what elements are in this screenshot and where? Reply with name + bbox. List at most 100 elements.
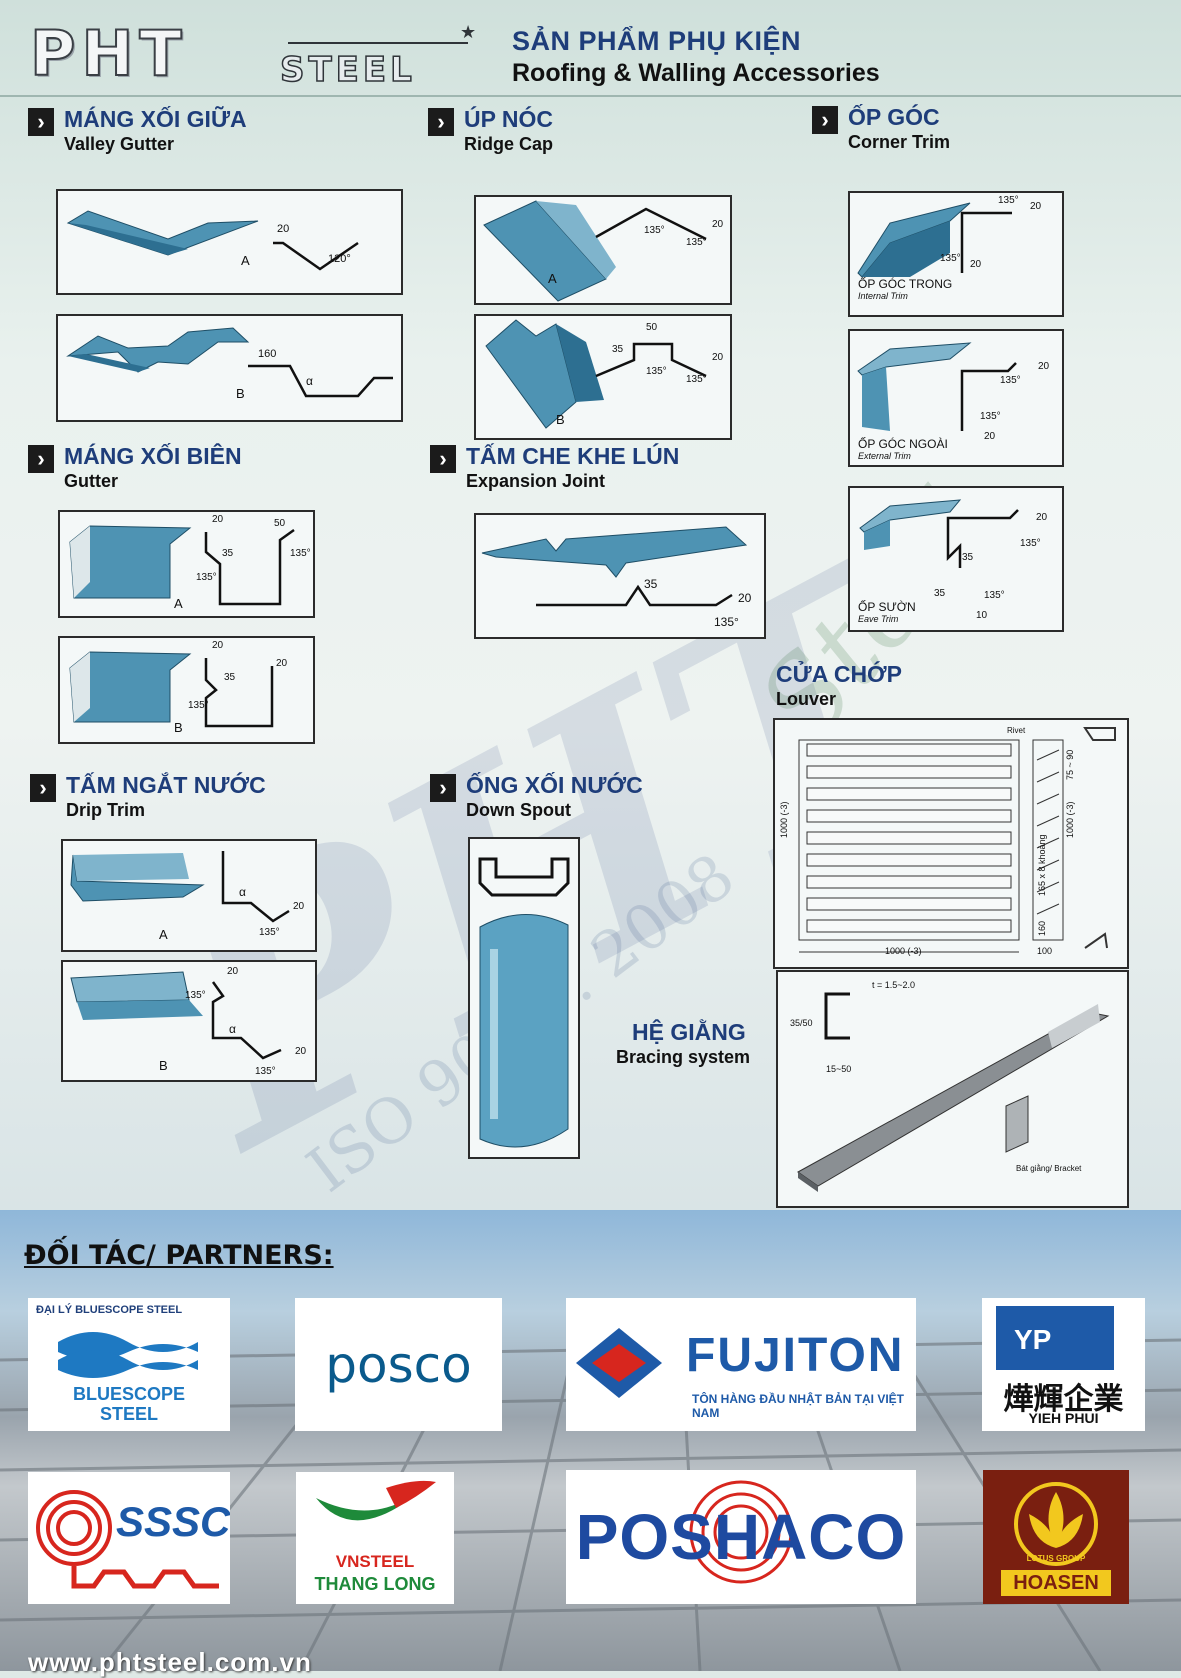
dimension-label: 135° xyxy=(714,615,739,629)
vnsteel-location: THANG LONG xyxy=(314,1574,436,1594)
section-title-vn: HỆ GIẰNG xyxy=(632,1019,746,1045)
chevron-right-icon: › xyxy=(28,108,54,136)
fujiton-tagline: TÔN HÀNG ĐẦU NHẬT BẢN TẠI VIỆT NAM xyxy=(692,1392,904,1420)
partners-section: ĐỐI TÁC/ PARTNERS: ĐẠI LÝ BLUESCOPE STEE… xyxy=(0,1210,1181,1671)
website-link[interactable]: www.phtsteel.com.vn xyxy=(28,1647,312,1677)
trim-name-vn: ỐP SƯỜN xyxy=(858,600,916,614)
dimension-label: 1000 (-3) xyxy=(779,801,789,838)
yieh-phui-emblem-icon: YP xyxy=(996,1306,1114,1370)
dimension-label: 20 xyxy=(277,223,290,235)
dimension-label: 135° xyxy=(255,1066,276,1077)
section-title-en: Gutter xyxy=(64,471,118,491)
dimension-label: 135° xyxy=(290,548,311,559)
dimension-label: 135° xyxy=(940,253,961,264)
dimension-label: 135° xyxy=(196,572,217,583)
dimension-label: 20 xyxy=(276,658,288,669)
dimension-label: 135° xyxy=(646,366,667,377)
posco-logo: posco xyxy=(295,1298,502,1431)
section-title-en: Valley Gutter xyxy=(64,134,175,154)
dimension-label: 35 xyxy=(962,552,974,563)
hoasen-text: HOASEN xyxy=(1001,1570,1111,1596)
yieh-phui-logo: YP 燁輝企業 YIEH PHUI xyxy=(982,1298,1145,1431)
dimension-label: 15~50 xyxy=(826,1064,852,1074)
section-title-vn: MÁNG XỐI BIÊN xyxy=(64,443,242,469)
dimension-label: 50 xyxy=(646,322,658,333)
dimension-label: 135° xyxy=(1020,538,1041,549)
dimension-label: 100 xyxy=(1037,946,1053,956)
dimension-label: 35/50 xyxy=(790,1018,813,1028)
bluescope-logo: ĐẠI LÝ BLUESCOPE STEEL BLUESCOPE STEEL xyxy=(28,1298,230,1431)
dimension-label: 20 xyxy=(1036,512,1048,523)
dimension-label: 75 ~ 90 xyxy=(1065,749,1075,780)
section-title-vn: ÚP NÓC xyxy=(464,106,554,132)
section-gutter: › MÁNG XỐI BIÊN Gutter xyxy=(28,443,358,499)
fujiton-text: FUJITON xyxy=(686,1329,905,1382)
dimension-label: 50 xyxy=(274,518,286,529)
dimension-label: 20 xyxy=(212,514,224,525)
section-drip-trim: › TẤM NGẮT NƯỚC Drip Trim xyxy=(30,772,360,828)
header-divider xyxy=(0,95,1181,97)
bluescope-name: BLUESCOPE xyxy=(72,1384,186,1404)
sssc-text: SSSC xyxy=(116,1498,230,1545)
dimension-label: 20 xyxy=(712,352,724,363)
section-title-en: Ridge Cap xyxy=(464,134,554,154)
poshaco-rings-icon xyxy=(689,1480,793,1584)
section-corner-trim: › ỐP GÓC Corner Trim xyxy=(812,104,1112,160)
bluescope-steel: STEEL xyxy=(99,1404,158,1424)
section-title-en: Louver xyxy=(776,689,837,709)
logo-steel-text: STEEL xyxy=(279,49,416,91)
dimension-label: 20 xyxy=(970,259,982,270)
dimension-label: 120° xyxy=(328,253,351,265)
dimension-label: 20 xyxy=(1038,361,1050,372)
section-title-en: Corner Trim xyxy=(848,132,951,152)
dimension-label: α xyxy=(229,1022,236,1036)
chevron-right-icon: › xyxy=(28,445,54,473)
bracing-panel: t = 1.5~2.0 35/50 15~50 Bát giằng/ Brack… xyxy=(776,970,1129,1208)
section-bracing: HỆ GIẰNG Bracing system xyxy=(616,1019,776,1075)
sssc-logo: SSSC xyxy=(28,1472,230,1604)
dimension-label: 135° xyxy=(998,195,1019,206)
trim-name-vn: ỐP GÓC NGOÀI xyxy=(858,437,948,451)
dimension-label: 1000 (-3) xyxy=(885,946,922,956)
fujiton-logo: FUJITON TÔN HÀNG ĐẦU NHẬT BẢN TẠI VIỆT N… xyxy=(566,1298,916,1431)
gutter-b-panel: B 20 35 135° 20 xyxy=(58,636,315,744)
dimension-label: 135° xyxy=(980,411,1001,422)
dimension-label: 135° xyxy=(188,700,209,711)
variant-label: A xyxy=(174,596,183,611)
section-title-vn: TẤM CHE KHE LÚN xyxy=(466,443,680,469)
dimension-label: 135° xyxy=(984,590,1005,601)
lotus-icon xyxy=(1014,1482,1098,1566)
dimension-label: t = 1.5~2.0 xyxy=(872,980,916,990)
header: PHT ★ STEEL SẢN PHẨM PHỤ KIỆN Roofing & … xyxy=(0,0,1181,95)
yieh-phui-emblem-text: YP xyxy=(1014,1324,1052,1355)
dimension-label: 20 xyxy=(295,1046,307,1057)
dimension-label: 35 xyxy=(934,588,946,599)
variant-label: A xyxy=(241,253,250,268)
poshaco-logo: POSHACO xyxy=(566,1470,916,1604)
variant-label: A xyxy=(159,927,168,942)
vnsteel-swoosh-icon xyxy=(316,1480,436,1521)
section-title-en: Drip Trim xyxy=(66,800,146,820)
section-valley-gutter: › MÁNG XỐI GIỮA Valley Gutter xyxy=(28,106,358,162)
trim-name-en: Internal Trim xyxy=(858,291,908,301)
logo-rule xyxy=(288,42,468,44)
valley-gutter-a-panel: A 20 120° xyxy=(56,189,403,295)
page-title-vn: SẢN PHẨM PHỤ KIỆN xyxy=(512,26,802,56)
section-title-vn: ỐNG XỐI NƯỚC xyxy=(466,772,643,798)
dimension-label: 10 xyxy=(976,610,988,621)
section-down-spout: › ỐNG XỐI NƯỚC Down Spout xyxy=(430,772,730,828)
dimension-label: 135° xyxy=(259,927,280,938)
dimension-label: 20 xyxy=(712,219,724,230)
dimension-label: α xyxy=(239,885,246,899)
hoasen-logo: LOTUS GROUP HOASEN xyxy=(983,1470,1129,1604)
section-title-vn: CỬA CHỚP xyxy=(776,661,903,687)
dimension-label: 135° xyxy=(644,225,665,236)
posco-text: posco xyxy=(325,1336,472,1394)
fujiton-diamond-icon xyxy=(576,1328,662,1398)
drip-trim-a-panel: A α 20 135° xyxy=(61,839,317,952)
yieh-phui-chinese: 燁輝企業 xyxy=(1003,1382,1124,1417)
variant-label: A xyxy=(548,271,557,286)
